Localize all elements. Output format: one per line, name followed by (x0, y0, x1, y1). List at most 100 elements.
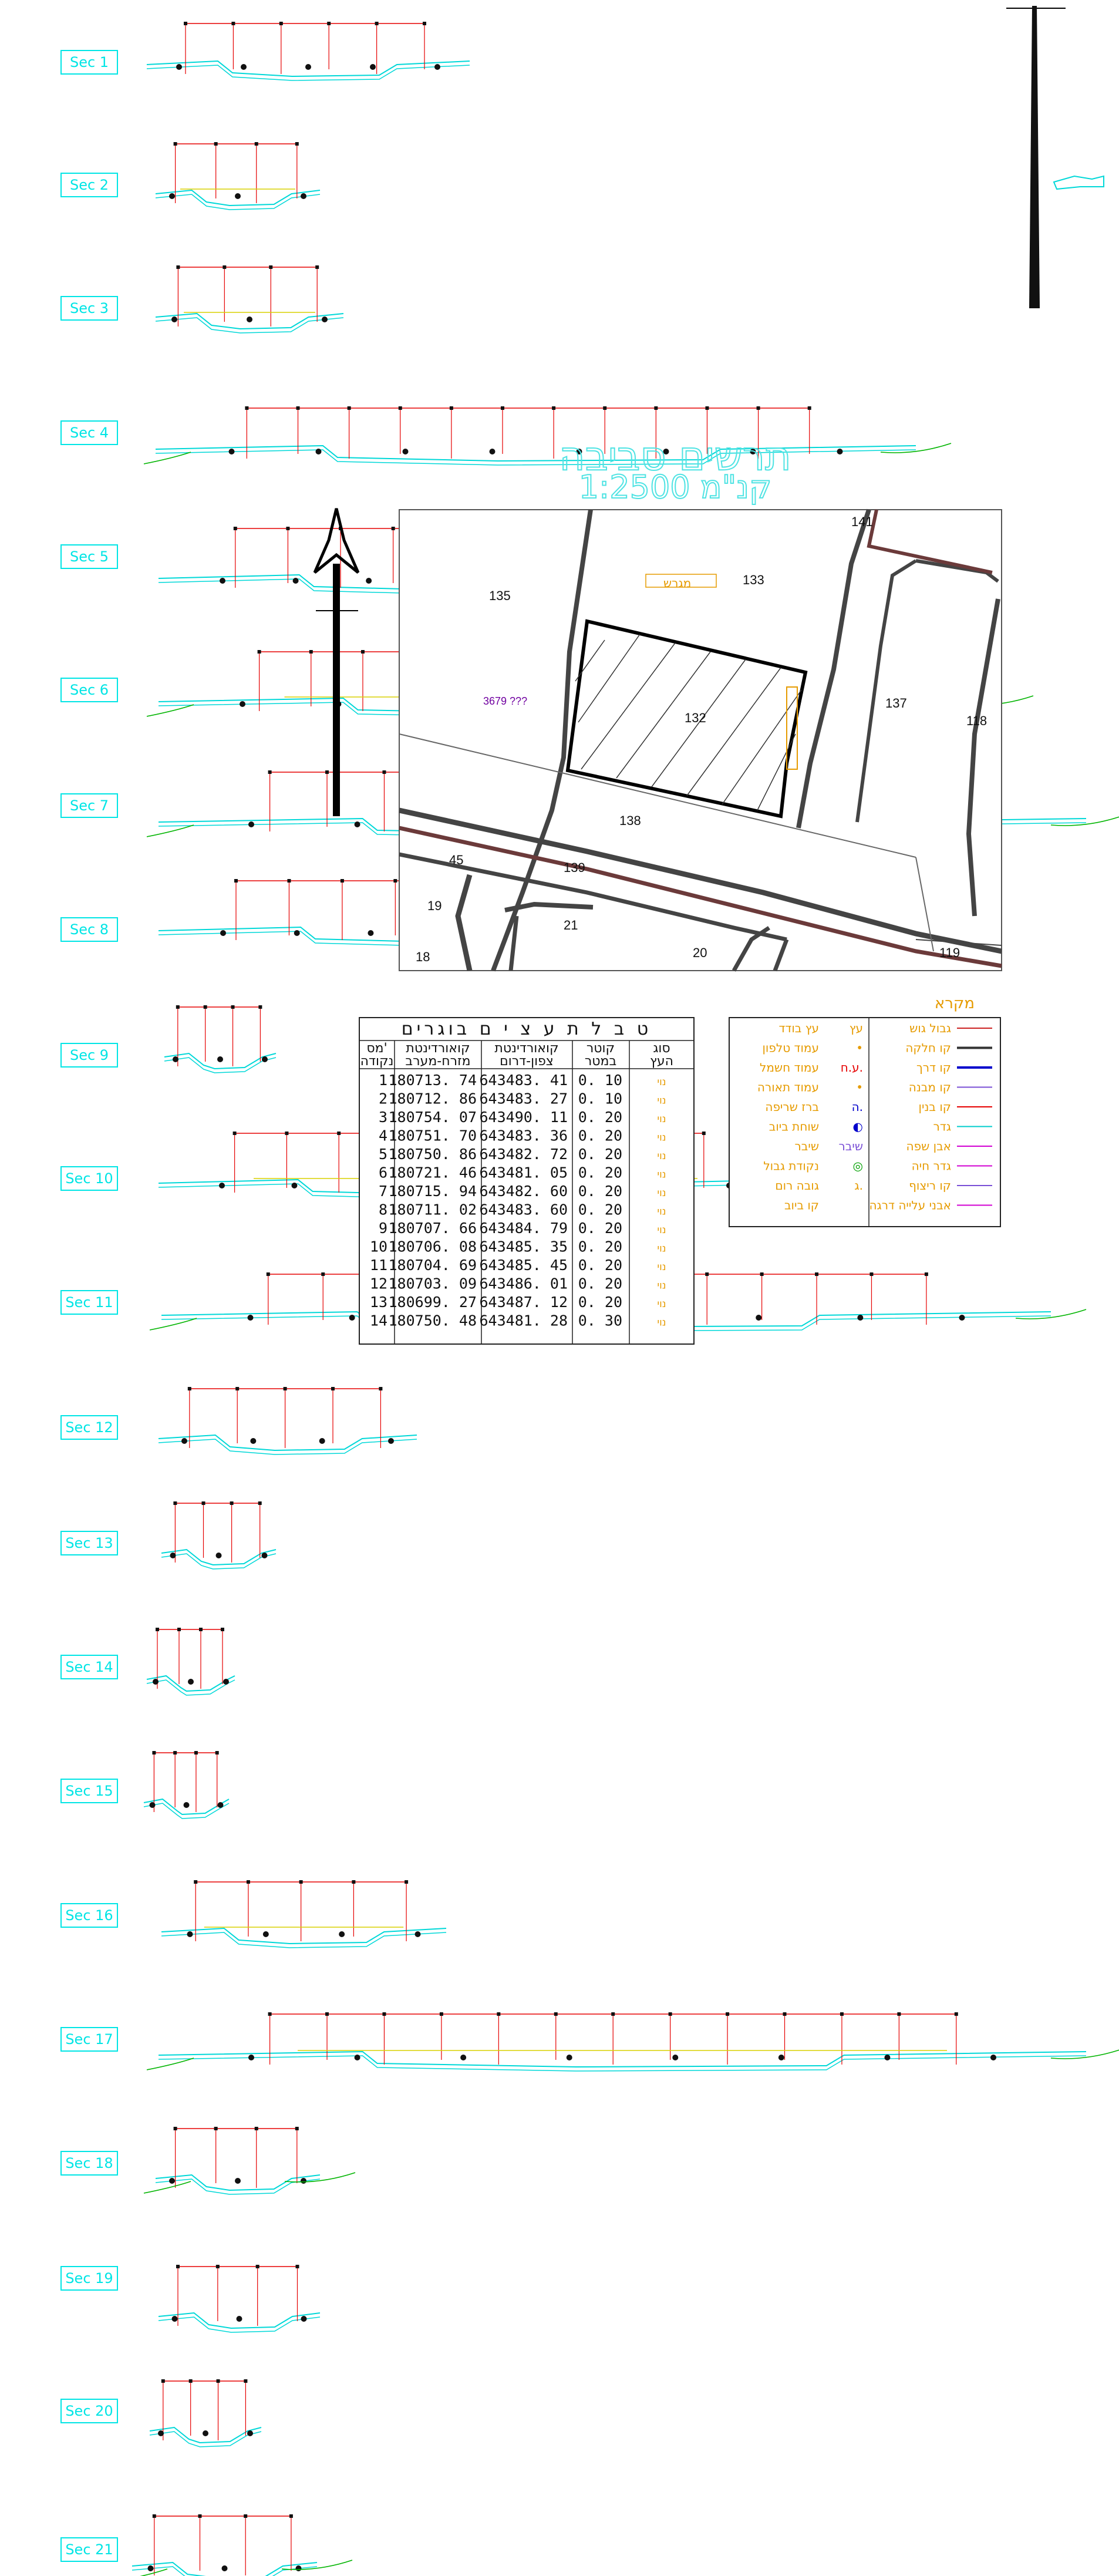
section-label-box (60, 1903, 118, 1928)
table-cell: 643483. 36 (479, 1127, 568, 1144)
table-cell: 180711. 02 (388, 1201, 477, 1218)
area-label: 3679 ??? (483, 695, 527, 707)
section-label-box (60, 1655, 118, 1679)
legend-symbol: • (856, 1080, 863, 1095)
section-label: Sec 19 (65, 2270, 113, 2287)
section-profile (158, 2265, 321, 2333)
location-plan-title: תרשים סביבה קנ"מ 1:2500 (558, 433, 792, 506)
parcel-number: 19 (427, 898, 441, 913)
parcel-number: 20 (693, 945, 707, 960)
parcel-number: 45 (449, 853, 463, 867)
table-cell: 7 (379, 1183, 387, 1200)
table-cell: 0. 20 (578, 1257, 622, 1274)
tree-table-header: נקודה (360, 1054, 394, 1069)
table-cell: 643490. 11 (479, 1109, 568, 1126)
legend-row: גדר חיה◎נקודת גבול (763, 1159, 992, 1173)
legend-label: ברז שריפה (765, 1100, 819, 1114)
section-label: Sec 14 (65, 1659, 113, 1675)
table-cell: 643482. 60 (479, 1183, 568, 1200)
table-cell: 13 (370, 1294, 387, 1311)
table-cell: 0. 20 (578, 1183, 622, 1200)
table-cell: 0. 10 (578, 1072, 622, 1089)
table-cell: 14 (370, 1312, 387, 1329)
section-label-box (60, 2027, 118, 2052)
legend-symbol: ◐ (853, 1120, 863, 1134)
table-cell: 643486. 01 (479, 1275, 568, 1292)
legend-label: שיבר (795, 1139, 820, 1153)
section-label: Sec 1 (70, 54, 109, 70)
section-label: Sec 11 (65, 1294, 113, 1311)
section-label-box (60, 1166, 118, 1191)
table-cell: נוי (657, 1243, 666, 1255)
section-label-box (60, 296, 118, 321)
table-cell: נוי (657, 1261, 666, 1273)
section-label: Sec 20 (65, 2403, 113, 2419)
table-cell: 180754. 07 (388, 1109, 477, 1126)
legend-label: קו דרך (916, 1060, 951, 1075)
table-cell: 3 (379, 1109, 387, 1126)
table-cell: 0. 20 (578, 1238, 622, 1255)
section-profile (146, 1628, 235, 1696)
table-cell: נוי (657, 1187, 666, 1199)
section-label-box (60, 2266, 118, 2291)
table-cell: נוי (657, 1095, 666, 1107)
section-label: Sec 10 (65, 1170, 113, 1187)
table-cell: 180750. 48 (388, 1312, 477, 1329)
section-label: Sec 18 (65, 2155, 113, 2171)
table-cell: 4 (379, 1127, 387, 1144)
legend-label: גדר חיה (912, 1159, 951, 1173)
parcel-number: 135 (489, 588, 511, 603)
table-cell: 1 (379, 1072, 387, 1089)
table-cell: 180706. 08 (388, 1238, 477, 1255)
section-label-box (60, 917, 118, 942)
section-label: Sec 15 (65, 1783, 113, 1799)
table-cell: 0. 20 (578, 1275, 622, 1292)
table-cell: 2 (379, 1090, 387, 1107)
section-profile (143, 1751, 230, 1819)
legend-symbol: שיבר (839, 1139, 864, 1153)
section-profile (158, 1387, 417, 1455)
tree-table-title: ט ב ל ת ע צ י ם בוגרים (402, 1019, 652, 1039)
section-label-box (60, 2399, 118, 2423)
plan-scale: קנ"מ 1:2500 (579, 469, 772, 506)
section-profile (149, 2379, 262, 2447)
parcel-number: 141 (851, 514, 873, 529)
section-label: Sec 2 (70, 177, 109, 193)
table-cell: 643481. 28 (479, 1312, 568, 1329)
tree-table-header: קוטר (587, 1041, 615, 1056)
table-cell: נוי (657, 1113, 666, 1125)
legend-symbol: עץ (850, 1021, 863, 1035)
table-cell: 180699. 27 (388, 1294, 477, 1311)
north-arrow (313, 508, 360, 816)
section-profile (155, 142, 321, 210)
table-cell: 643484. 79 (479, 1220, 568, 1237)
table-cell: 180750. 86 (388, 1146, 477, 1163)
parcel-number: 132 (685, 710, 706, 725)
map-tag-label: מגרש (663, 576, 691, 590)
table-cell: נוי (657, 1224, 666, 1236)
section-label: Sec 8 (70, 921, 109, 938)
table-cell: 5 (379, 1146, 387, 1163)
table-cell: 12 (370, 1275, 387, 1292)
tree-table-header: קואורדינטת (406, 1041, 470, 1056)
legend-label: עמוד חשמל (760, 1060, 819, 1075)
section-profile (161, 1880, 447, 1948)
legend-label: קו ריצוף (909, 1178, 951, 1193)
pole-top-right (1006, 6, 1104, 308)
table-cell: 11 (370, 1257, 387, 1274)
table-cell: 643483. 27 (479, 1090, 568, 1107)
table-cell: נוי (657, 1206, 666, 1218)
legend-row: גדר◐שוחת ביוב (769, 1120, 992, 1134)
section-label-box (60, 544, 118, 569)
section-label: Sec 17 (65, 2031, 113, 2048)
tree-table-header: מזרח-מערב (405, 1054, 470, 1069)
location-map: מגרש 3679 ??? 141 135 133 137 118 132 13… (399, 509, 1002, 972)
